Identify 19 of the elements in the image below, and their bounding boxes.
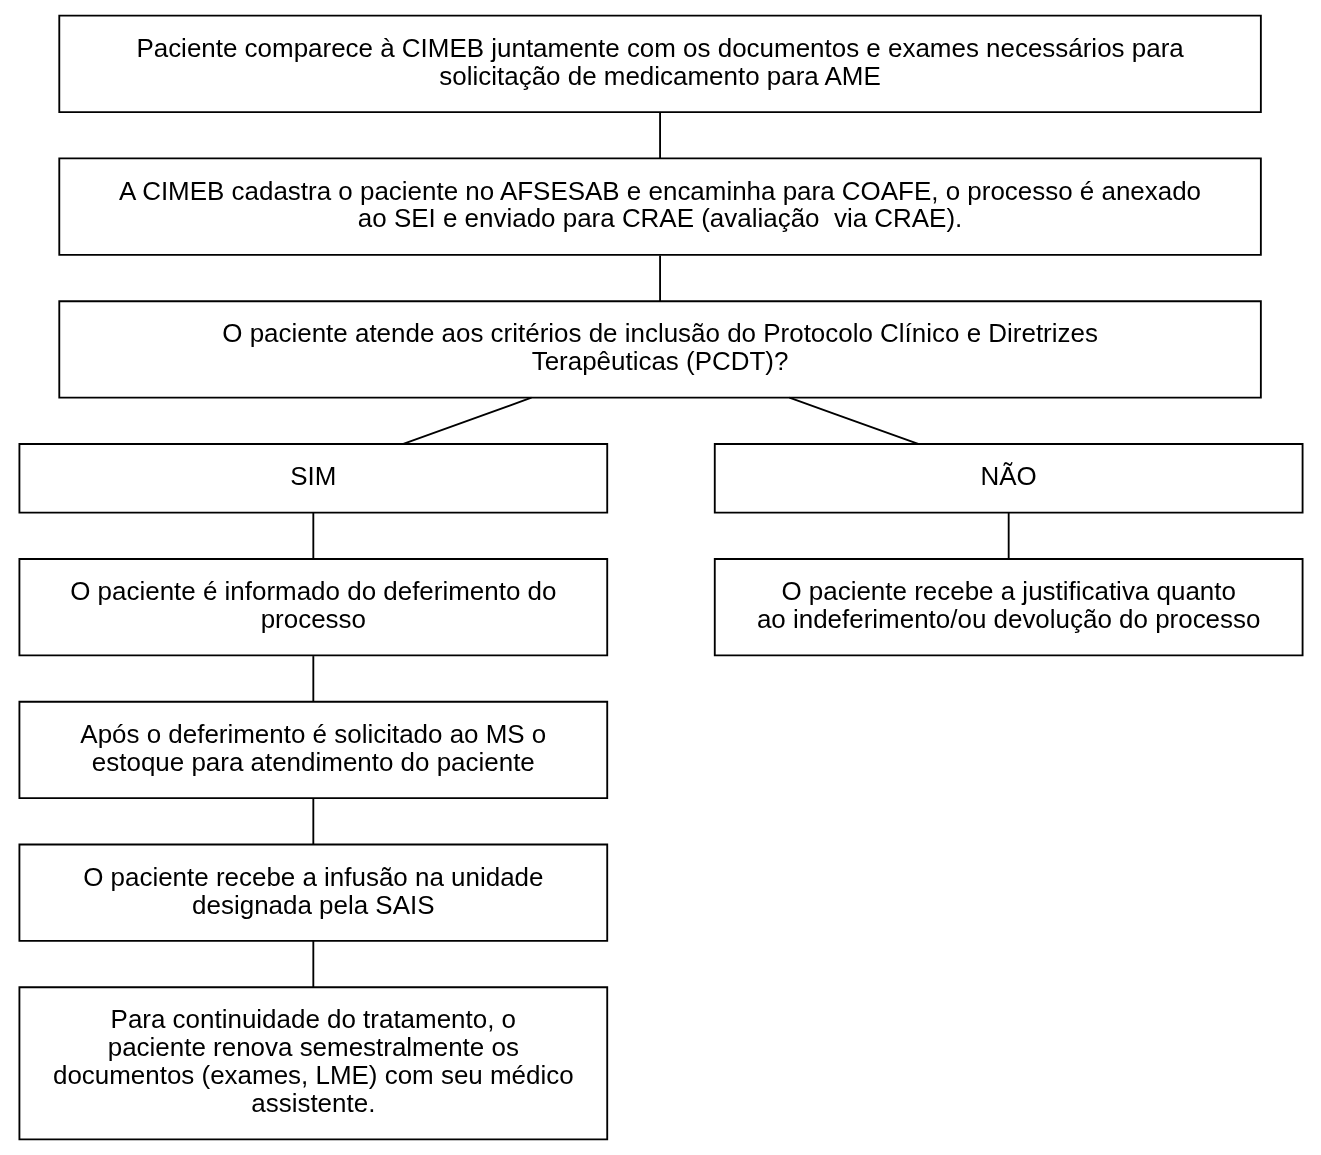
node-box: O paciente recebe a justificativa quanto ao indeferimento/ou devolução do processo <box>713 558 1303 657</box>
connector <box>311 655 314 703</box>
connector <box>311 940 314 988</box>
connector <box>401 396 532 445</box>
node-box: A CIMEB cadastra o paciente no AFSESAB e encaminha para COAFE, o processo é anexado ao SEI e enviado para CRAE (avaliação via CRAE). <box>57 157 1262 256</box>
connector <box>658 254 661 302</box>
node-box: Para continuidade do tratamento, o paciente renova semestralmente os documentos (exames, LME) com seu médico assistente. <box>18 986 608 1141</box>
node-box: O paciente atende aos critérios de inclusão do Protocolo Clínico e Diretrizes Terapêuticas (PCDT)? <box>57 300 1262 399</box>
node-box: SIM <box>18 443 608 514</box>
node-box: Paciente comparece à CIMEB juntamente com os documentos e exames necessários para solicitação de medicamento para AME <box>57 14 1262 113</box>
connector <box>1007 512 1010 560</box>
node-box: O paciente recebe a infusão na unidade designada pela SAIS <box>18 843 608 942</box>
connector <box>311 512 314 560</box>
connector <box>311 797 314 846</box>
connector <box>658 111 661 160</box>
connector <box>787 396 919 445</box>
node-box: O paciente é informado do deferimento do processo <box>18 558 608 657</box>
node-box: Após o deferimento é solicitado ao MS o estoque para atendimento do paciente <box>18 700 608 800</box>
node-box: NÃO <box>713 443 1303 514</box>
